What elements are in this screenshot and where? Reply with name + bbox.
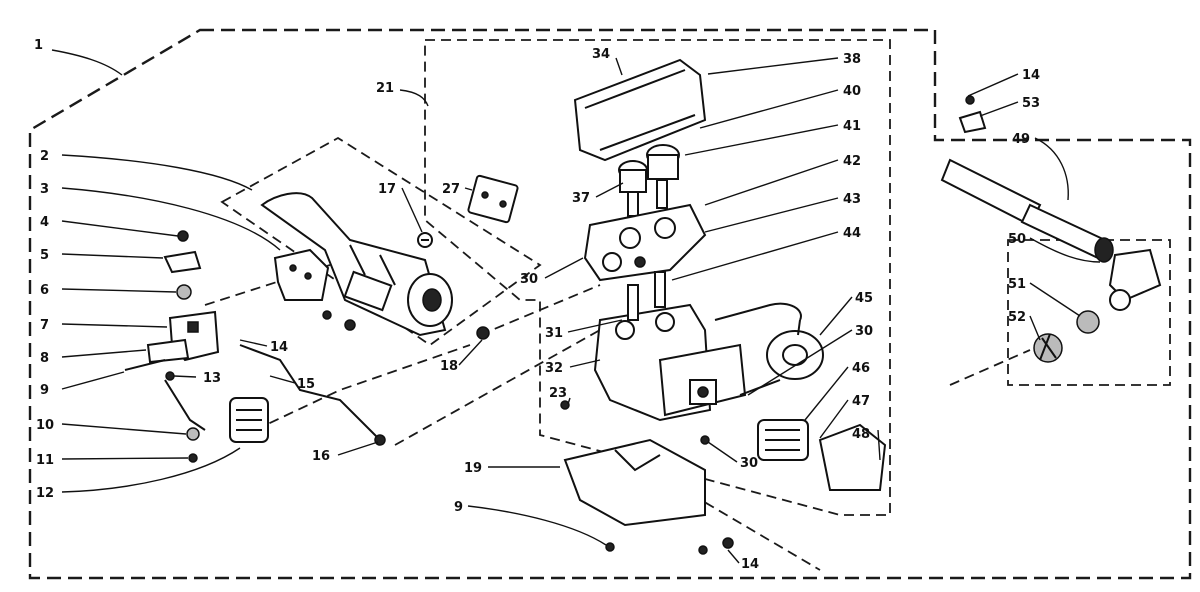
screw-17 (417, 232, 433, 248)
pilot-cover (573, 58, 707, 162)
callout-4: 4 (40, 215, 49, 230)
callout-44: 44 (843, 226, 861, 241)
burner-bracket (273, 248, 330, 301)
callout-27: 27 (442, 182, 460, 197)
callout-9: 9 (40, 383, 49, 398)
callout-40: 40 (843, 84, 861, 99)
callout-2: 2 (40, 149, 49, 164)
callout-1: 1 (34, 38, 43, 53)
callout-19: 19 (464, 461, 482, 476)
callout-49: 49 (1012, 132, 1030, 147)
callout-46: 46 (852, 361, 870, 376)
callout-43: 43 (843, 192, 861, 207)
callout-3: 3 (40, 182, 49, 197)
callout-53: 53 (1022, 96, 1040, 111)
callout-23: 23 (549, 386, 567, 401)
connection-line-7 (204, 264, 331, 306)
callout-16: 16 (312, 449, 330, 464)
callout-32: 32 (545, 361, 563, 376)
wire-15-16 (239, 344, 381, 441)
bracket-5 (163, 250, 202, 274)
screw-4 (177, 230, 189, 242)
callout-38: 38 (843, 52, 861, 67)
callout-6: 6 (40, 283, 49, 298)
rod-9 (124, 359, 166, 371)
callout-51: 51 (1008, 277, 1026, 292)
callout-labels: 1 2 3 4 5 6 7 8 9 10 11 12 13 14 15 16 1… (34, 38, 1040, 572)
gasket-27 (467, 174, 519, 224)
pipe-fitting (940, 95, 1162, 363)
callout-5: 5 (40, 248, 49, 263)
callout-14b: 14 (741, 557, 759, 572)
pilot-plate (583, 203, 707, 282)
screw-30 (700, 435, 710, 445)
screw-23 (560, 400, 570, 410)
callout-45: 45 (855, 291, 873, 306)
connection-line-12 (254, 344, 471, 431)
connection-line-18 (479, 284, 601, 336)
callout-14c: 14 (1022, 68, 1040, 83)
callout-9b: 9 (454, 500, 463, 515)
callout-50: 50 (1008, 232, 1026, 247)
callout-13: 13 (203, 371, 221, 386)
callout-41: 41 (843, 119, 861, 134)
magnet-unit (700, 419, 887, 491)
callout-8: 8 (40, 351, 49, 366)
connection-line-16 (394, 329, 601, 446)
plate-8 (146, 338, 190, 364)
washer-10 (186, 427, 200, 441)
callout-34: 34 (592, 47, 610, 62)
callout-11: 11 (36, 453, 54, 468)
callout-7: 7 (40, 318, 49, 333)
callout-37: 37 (572, 191, 590, 206)
fitting-subassembly-boundary (1007, 239, 1171, 386)
pilot-cups (618, 144, 680, 217)
screw-13 (165, 371, 175, 381)
callout-52: 52 (1008, 310, 1026, 325)
callout-31: 31 (545, 326, 563, 341)
left-small-parts (124, 230, 386, 463)
screw-14-left (344, 319, 356, 331)
leader-lines (51, 49, 1101, 564)
callout-15: 15 (297, 377, 315, 392)
callout-21: 21 (376, 81, 394, 96)
outer-assembly-boundary (28, 28, 1192, 580)
callout-42: 42 (843, 154, 861, 169)
mount-bracket-19 (563, 438, 734, 555)
screw-11 (188, 453, 198, 463)
burner-tube (260, 192, 453, 337)
callout-30b: 30 (855, 324, 873, 339)
callout-18: 18 (440, 359, 458, 374)
callout-47: 47 (852, 394, 870, 409)
callout-30c: 30 (740, 456, 758, 471)
callout-17: 17 (378, 182, 396, 197)
nut-6 (176, 284, 192, 300)
burner-subassembly-boundary (220, 136, 542, 347)
callout-48: 48 (852, 427, 870, 442)
pilot-subassembly-boundary (424, 39, 891, 516)
callout-14: 14 (270, 340, 288, 355)
screw-18 (476, 326, 490, 340)
gas-valve-body (560, 271, 747, 422)
connection-line-52 (949, 349, 1031, 386)
parts (124, 58, 1162, 555)
screw-14-left-2 (322, 310, 332, 320)
callout-10: 10 (36, 418, 54, 433)
callout-12: 12 (36, 486, 54, 501)
callout-30: 30 (520, 272, 538, 287)
